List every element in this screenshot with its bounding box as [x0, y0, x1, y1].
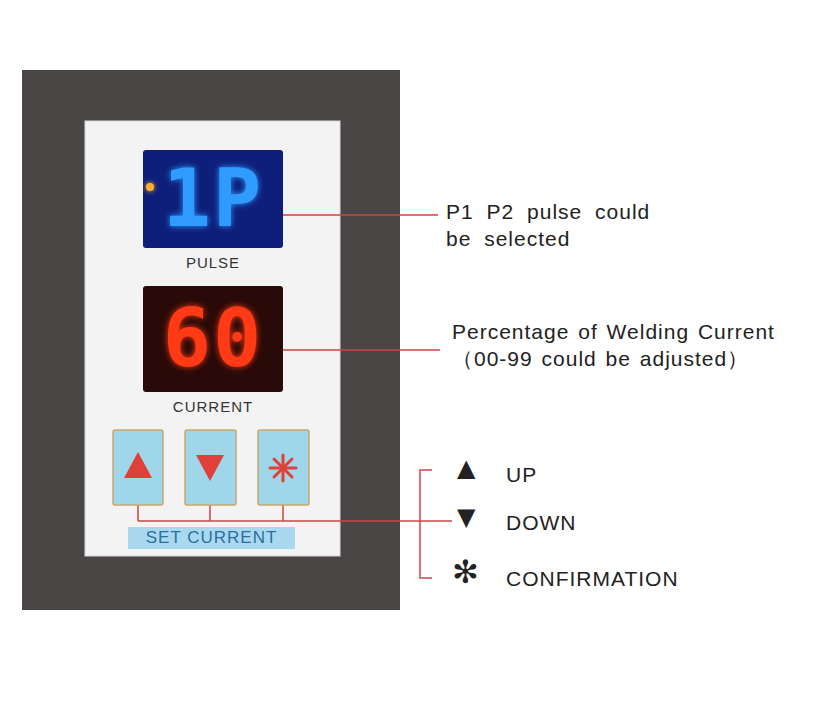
button-name: CONFIRMATION	[506, 565, 679, 592]
leader-line	[283, 349, 440, 351]
button-name: DOWN	[506, 509, 577, 536]
display-window: 60	[143, 286, 283, 392]
up-symbol	[124, 452, 152, 478]
confirm-symbol	[270, 455, 296, 481]
band-text: SET CURRENT	[128, 527, 295, 549]
down-symbol	[196, 455, 224, 481]
front-panel	[85, 121, 340, 556]
display-caption: PULSE	[143, 254, 283, 271]
display-value: 60	[163, 299, 263, 379]
indicator-dot	[146, 183, 154, 191]
button-name: UP	[506, 461, 537, 488]
callout-text: Percentage of Welding Current （00-99 cou…	[452, 318, 812, 373]
leader-line	[282, 505, 284, 521]
display-value: 1P	[163, 159, 263, 239]
leader-line	[209, 505, 211, 521]
confirm-button	[258, 430, 309, 505]
display-caption: CURRENT	[143, 398, 283, 415]
symbol-glyph: ▼	[457, 505, 476, 529]
down-button	[185, 430, 236, 505]
led-display: 60CURRENT	[143, 286, 283, 415]
up-button	[113, 430, 163, 505]
display-window: 1P	[143, 150, 283, 248]
led-display: 1P PULSE	[143, 150, 283, 271]
button-group-label: SET CURRENT	[128, 527, 295, 549]
leader-line	[283, 214, 438, 216]
symbol-glyph: ▲	[457, 456, 476, 480]
symbol-glyph: ✻	[452, 556, 480, 588]
housing	[22, 70, 400, 610]
bracket	[420, 470, 432, 578]
callout-text: P1 P2 pulse could be selected	[446, 198, 686, 253]
leader-line	[137, 505, 139, 521]
leader-line	[138, 520, 452, 522]
